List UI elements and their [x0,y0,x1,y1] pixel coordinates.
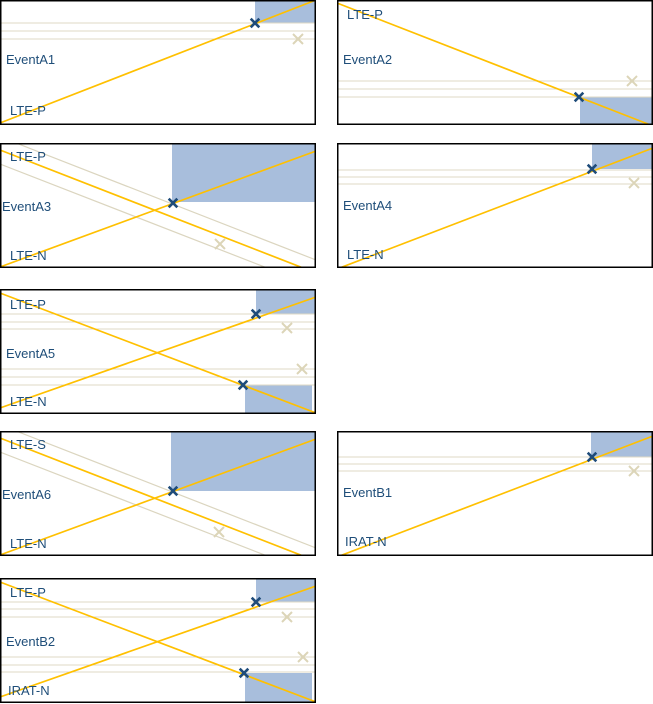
signal-name-label: LTE-P [10,297,46,312]
signal-name-label: LTE-N [10,536,47,551]
enter-event-marker [573,91,585,103]
leave-event-marker [214,238,226,250]
enter-event-marker [250,308,262,320]
event-name-label: EventA1 [6,52,55,67]
offset-line [15,143,316,261]
enter-event-marker [586,163,598,175]
signal-line [0,296,316,409]
signal-line [0,149,306,268]
event-name-label: EventB1 [343,485,392,500]
signal-line [0,150,316,268]
signal-name-label: IRAT-N [8,683,50,698]
signal-line [337,435,653,556]
leave-event-marker [628,177,640,189]
leave-event-marker [213,526,225,538]
trigger-region [256,579,315,602]
signal-line [0,585,316,698]
trigger-region [172,144,315,202]
event-name-label: EventA6 [2,487,51,502]
trigger-region [591,432,652,457]
signal-name-label: LTE-N [347,247,384,262]
enter-event-marker [167,197,179,209]
leave-event-marker [626,75,638,87]
leave-event-marker [281,611,293,623]
signal-name-label: LTE-P [10,149,46,164]
signal-name-label: IRAT-N [345,534,387,549]
signal-name-label: LTE-N [10,394,47,409]
event-name-label: EventA3 [2,199,51,214]
event-name-label: EventA5 [6,346,55,361]
event-name-label: EventB2 [6,634,55,649]
panel-border [337,143,653,268]
enter-event-marker [250,596,262,608]
trigger-region [592,144,652,169]
panel-border [0,0,316,125]
leave-event-marker [292,33,304,45]
enter-event-marker [237,379,249,391]
panel-border [0,143,316,268]
enter-event-marker [249,17,261,29]
trigger-region [171,432,315,491]
leave-event-marker [281,322,293,334]
leave-event-marker [628,465,640,477]
event-name-label: EventA4 [343,198,392,213]
panel-border [0,431,316,556]
eventa2-plot: LTE-P EventA2 [337,0,653,125]
signal-line [337,2,653,125]
enter-event-marker [238,667,250,679]
leave-event-marker [296,363,308,375]
enter-event-marker [586,451,598,463]
panel-border [337,0,653,125]
signal-line [0,0,316,124]
leave-event-marker [297,651,309,663]
event-name-label: EventA2 [343,52,392,67]
signal-name-label: LTE-S [10,437,46,452]
enter-event-marker [167,485,179,497]
offset-line [15,431,316,549]
signal-name-label: LTE-N [10,248,47,263]
signal-name-label: LTE-P [10,103,46,118]
event-panel-eventa2[interactable]: LTE-P EventA2 [337,0,653,125]
signal-name-label: LTE-P [10,585,46,600]
panel-border [0,289,316,414]
trigger-region [256,290,315,314]
panel-border [337,431,653,556]
panel-border [0,578,316,703]
signal-line [0,438,316,556]
signal-line [337,147,653,268]
signal-name-label: LTE-P [347,7,383,22]
signal-line [0,437,306,556]
